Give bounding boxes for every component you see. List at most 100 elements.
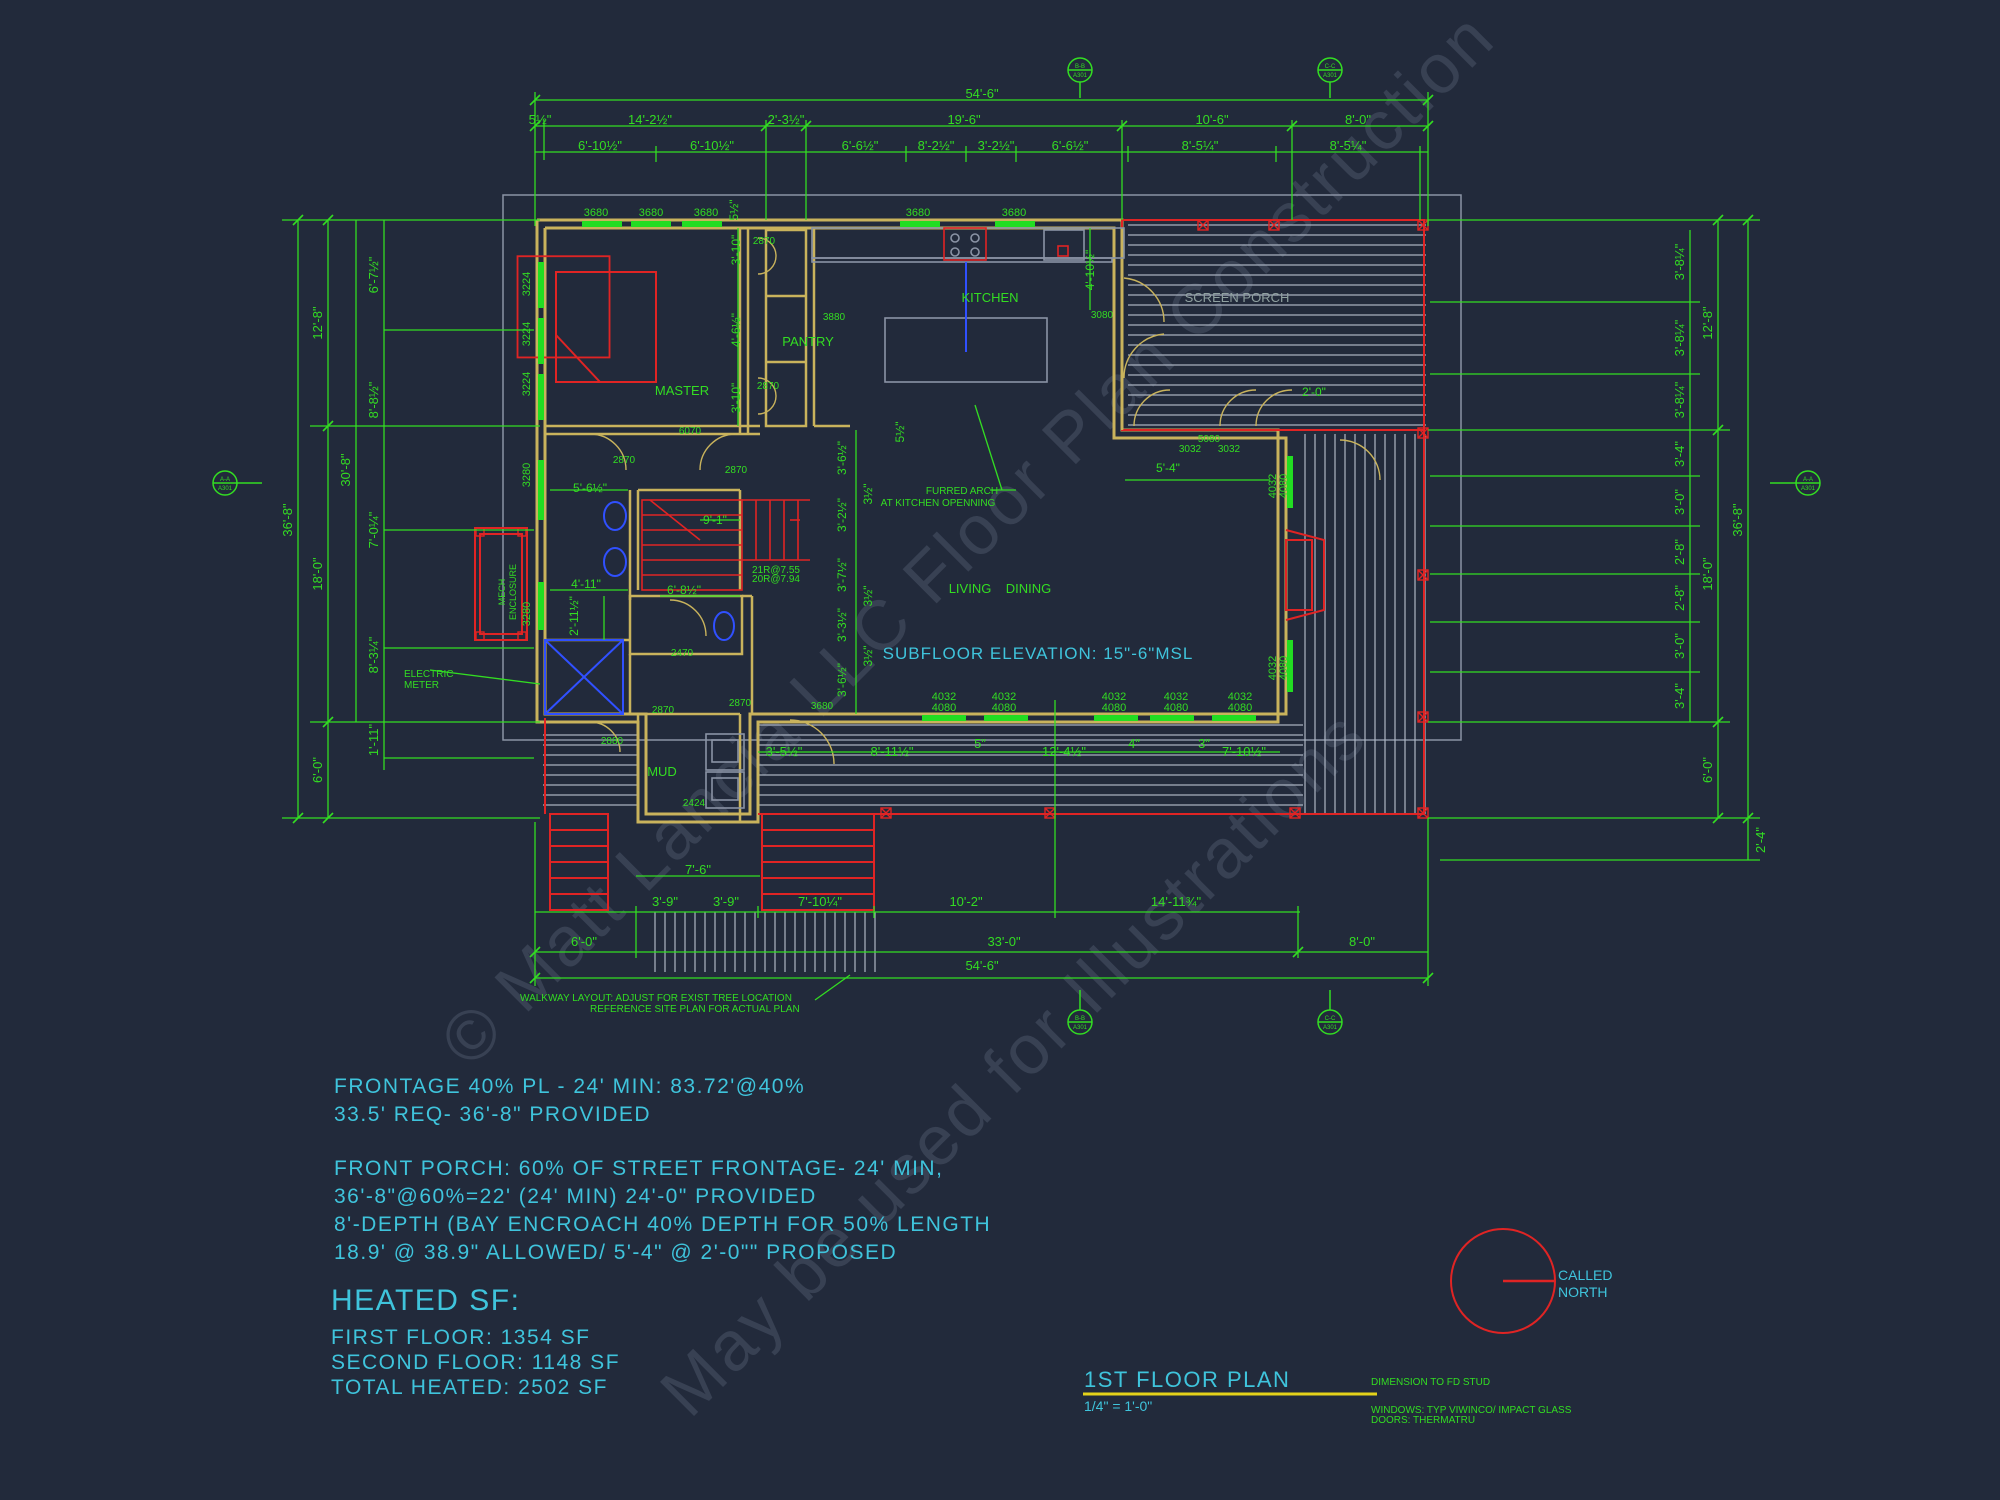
dim-right-mid-3: 2'-4" xyxy=(1753,827,1768,853)
dim-left-in2-1: 8'-8½" xyxy=(366,381,381,418)
front-steps xyxy=(549,813,875,911)
room-screen-porch: SCREEN PORCH xyxy=(1185,290,1290,305)
dim-int-17: 3½" xyxy=(861,484,875,505)
section-left-a-sheet: A301 xyxy=(218,486,233,492)
door-tag-10: 3032 xyxy=(1218,444,1241,455)
dim-top-row1-4: 10'-6" xyxy=(1195,112,1229,127)
dim-right-in-3: 3'-4" xyxy=(1672,441,1687,467)
section-bottom-c-letter: C-C xyxy=(1325,1016,1336,1022)
dim-bottom-row2-1: 33'-0" xyxy=(987,934,1021,949)
window-tag-top-2: 3680 xyxy=(694,207,718,219)
door-tag-8: 5080 xyxy=(1198,434,1221,445)
porch-note-3: 8'-DEPTH (BAY ENCROACH 40% DEPTH FOR 50%… xyxy=(334,1213,991,1236)
dim-left-mid-0: 12'-8" xyxy=(310,306,325,340)
plan-title: 1ST FLOOR PLAN xyxy=(1084,1367,1290,1392)
door-tag-12: 2870 xyxy=(652,705,675,716)
room-master: MASTER xyxy=(655,383,709,398)
mech-note-1: MECH xyxy=(497,579,507,606)
dim-top-row1-1: 14'-2½" xyxy=(628,112,672,127)
section-top-c-sheet: A301 xyxy=(1323,73,1338,79)
dim-left-in2-3: 8'-3¼" xyxy=(366,636,381,673)
dim-int-16: 5½" xyxy=(893,422,907,443)
room-labels: MASTER KITCHEN PANTRY SCREEN PORCH LIVIN… xyxy=(404,290,1289,1015)
post-markers xyxy=(475,219,1429,819)
section-bottom-c-sheet: A301 xyxy=(1323,1025,1338,1031)
window-tag-master-1: 3224 xyxy=(521,322,533,346)
stairs xyxy=(641,499,810,591)
dim-int-9: 3'-6½" xyxy=(835,441,849,475)
dim-left-outer: 36'-8" xyxy=(280,503,295,537)
section-marker-labels: B-B A301 C-C A301 B-B A301 C-C A301 A-A … xyxy=(218,64,1816,1031)
dim-porch-3: 12'-4½" xyxy=(1042,744,1086,759)
dim-right-in-8: 3'-4" xyxy=(1672,683,1687,709)
dim-left-in1: 30'-8" xyxy=(338,453,353,487)
door-tag-5: 2870 xyxy=(725,465,748,476)
section-top-b-sheet: A301 xyxy=(1073,73,1088,79)
dim-left-mid-1: 18'-0" xyxy=(310,557,325,591)
dim-porch-5: 3" xyxy=(1198,736,1210,751)
dim-overall-bottom: 54'-6" xyxy=(965,958,999,973)
second-floor-sf: SECOND FLOOR: 1148 SF xyxy=(331,1351,620,1374)
bath-fixtures xyxy=(544,501,735,715)
door-tag-4: 2870 xyxy=(613,455,636,466)
dim-int-4: 5'-6½" xyxy=(573,481,607,495)
room-kitchen: KITCHEN xyxy=(961,290,1018,305)
dim-bottom-row1-2: 3'-9" xyxy=(713,894,739,909)
door-tag-16: 2424 xyxy=(683,798,706,809)
master-bed xyxy=(516,255,657,383)
door-tag-11: 2470 xyxy=(671,648,694,659)
dim-top-row2-6: 8'-5¼" xyxy=(1182,138,1219,153)
windows xyxy=(538,221,1293,721)
dim-int-5: 9'-1" xyxy=(703,513,727,527)
frontage-note-1: FRONTAGE 40% PL - 24' MIN: 83.72'@40% xyxy=(334,1075,805,1098)
dim-int-18: 3½" xyxy=(861,586,875,607)
subfloor-elevation: SUBFLOOR ELEVATION: 15"-6"MSL xyxy=(883,644,1194,663)
fireplace xyxy=(1285,529,1325,621)
dim-int-1: 4'-6½" xyxy=(729,313,743,347)
dim-bottom-row1-5: 14'-11¾" xyxy=(1151,894,1202,909)
window-tag-top-3: 3680 xyxy=(906,207,930,219)
dim-top-row1-0: 5½" xyxy=(529,112,552,127)
window-tag-right-1: 40324080 xyxy=(1267,656,1290,680)
window-tags: 3680 3680 3680 3680 3680 3224 3224 3224 … xyxy=(521,207,1026,626)
dim-top-row2-0: 6'-10½" xyxy=(578,138,622,153)
dim-top-row2-3: 8'-2½" xyxy=(918,138,955,153)
dim-int-8: 2'-11½" xyxy=(567,596,581,636)
door-tag-6: 3880 xyxy=(823,312,846,323)
dim-right-in-2: 3'-8¼" xyxy=(1672,381,1687,418)
first-floor-sf: FIRST FLOOR: 1354 SF xyxy=(331,1326,591,1349)
dim-int-7: 6'-8½" xyxy=(667,583,701,597)
dim-right-outer: 36'-8" xyxy=(1730,503,1745,537)
dim-left-in2-4: 1'-11" xyxy=(366,724,381,757)
porch-note-2: 36'-8"@60%=22' (24' MIN) 24'-0" PROVIDED xyxy=(334,1185,817,1208)
dim-top-row1-5: 8'-0" xyxy=(1345,112,1371,127)
dimension-lines xyxy=(282,92,1760,1001)
dim-int-19: 3½" xyxy=(861,646,875,667)
title-block: 1ST FLOOR PLAN 1/4" = 1'-0" DIMENSION TO… xyxy=(1083,1367,1572,1426)
north-arrow: CALLED NORTH xyxy=(1450,1228,1612,1334)
dim-top-row1-2: 2'-3½" xyxy=(768,112,805,127)
door-tag-1: 2870 xyxy=(753,236,776,247)
room-living-dining: LIVING DINING xyxy=(949,581,1052,596)
stairs-note-2: 20R@7.94 xyxy=(752,574,800,585)
dim-int-15: 2'-0" xyxy=(1302,385,1326,399)
side-deck xyxy=(1300,434,1426,814)
walkway-note-1: WALKWAY LAYOUT: ADJUST FOR EXIST TREE LO… xyxy=(520,993,792,1004)
dim-right-mid-0: 12'-8" xyxy=(1700,306,1715,340)
dim-bottom-row1-3: 7'-10¼" xyxy=(798,894,842,909)
dim-int-0: 3'-10" xyxy=(729,235,743,266)
dim-top-row2-5: 6'-6½" xyxy=(1052,138,1089,153)
heated-sf-title: HEATED SF: xyxy=(331,1284,520,1317)
kitchen-fixtures xyxy=(811,227,1125,383)
dim-porch-1: 8'-11½" xyxy=(871,744,914,759)
north-label-2: NORTH xyxy=(1558,1284,1608,1300)
dim-int-13: 3'-6½" xyxy=(835,663,849,697)
door-tag-3: 6070 xyxy=(679,426,702,437)
dim-porch-6: 7'-10½" xyxy=(1222,744,1266,759)
dim-porch-4: 4" xyxy=(1128,736,1140,751)
